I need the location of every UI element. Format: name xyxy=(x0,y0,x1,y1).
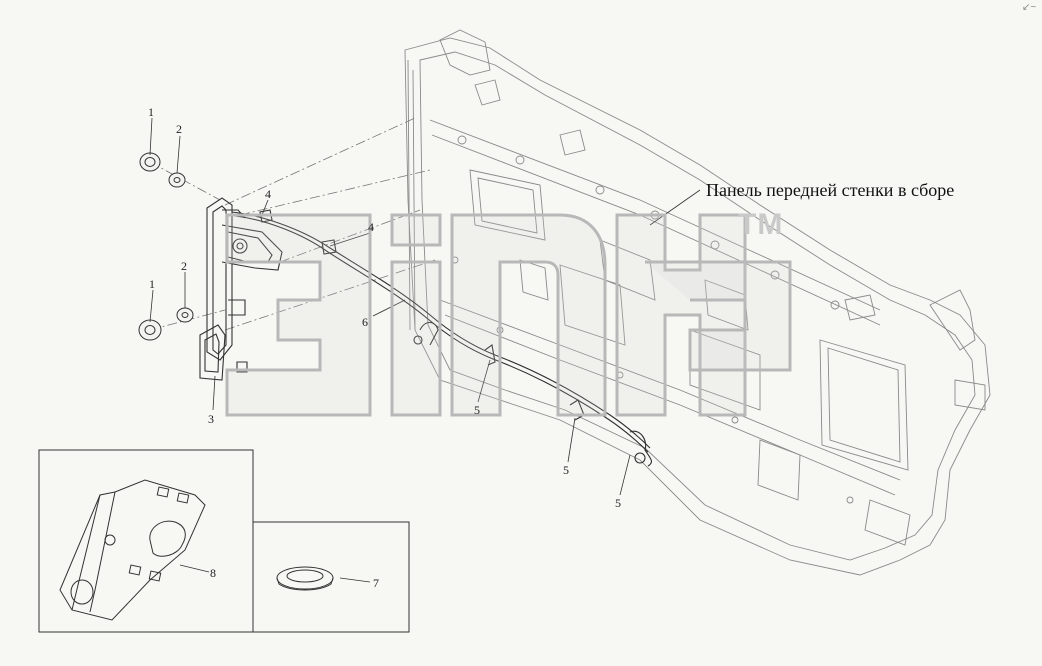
callout-2-lower: 2 xyxy=(181,259,187,273)
callout-7: 7 xyxy=(373,576,379,590)
washer-upper xyxy=(168,172,186,188)
callout-6: 6 xyxy=(362,315,368,329)
detail-box-bracket xyxy=(38,449,254,633)
trademark-mark: TM xyxy=(738,208,784,241)
callout-5-left: 5 xyxy=(474,403,480,417)
assembly-label: Панель передней стенки в сборе xyxy=(706,180,955,200)
nut-lower xyxy=(138,319,162,341)
callout-2-upper: 2 xyxy=(176,122,182,136)
nut-upper xyxy=(139,152,161,172)
callout-5-mid: 5 xyxy=(563,463,569,477)
corner-mark: ↙~ xyxy=(1022,2,1037,13)
callout-4-left: 4 xyxy=(265,187,271,201)
washer-lower xyxy=(176,307,194,323)
callout-8: 8 xyxy=(210,566,216,580)
callout-4-right: 4 xyxy=(368,220,374,234)
watermark-logo xyxy=(225,213,792,417)
leader-lines xyxy=(149,117,701,583)
callout-5-right: 5 xyxy=(615,496,621,510)
detail-box-grommet xyxy=(253,521,410,633)
callout-1-upper: 1 xyxy=(148,105,154,119)
callout-3: 3 xyxy=(208,412,214,426)
callout-1-lower: 1 xyxy=(149,277,155,291)
